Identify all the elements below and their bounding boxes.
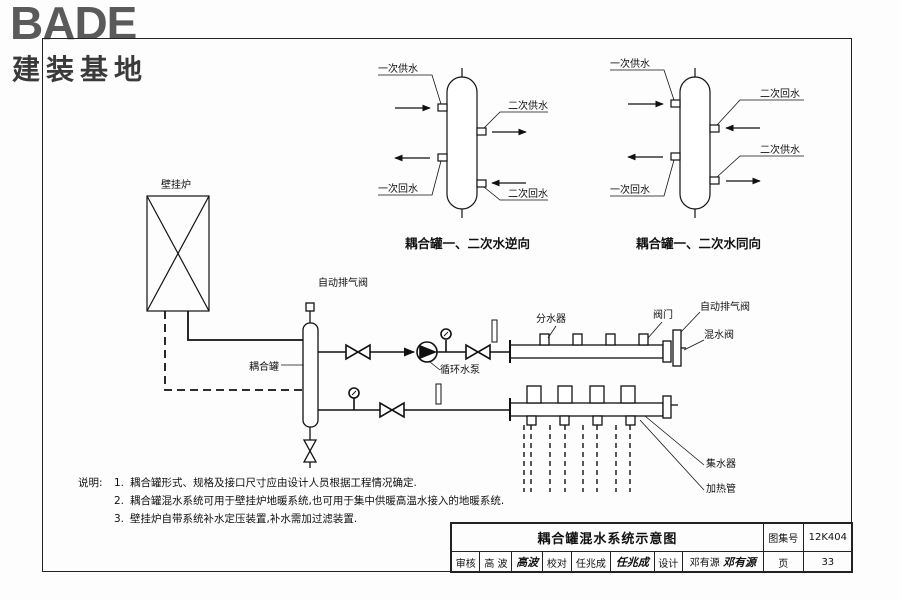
label-secondary-return-2: 二次回水: [760, 87, 800, 100]
note-text: 耦合罐形式、规格及接口尺寸应由设计人员根据工程情况确定.: [130, 477, 417, 489]
title-block: 耦合罐混水系统示意图 图集号 12K404 审核 高 波 高波 校对 任兆成 任…: [450, 522, 854, 573]
notes-lead: 说明:: [78, 477, 103, 489]
notes-block: 说明:1.耦合罐形式、规格及接口尺寸应由设计人员根据工程情况确定. 2.耦合罐混…: [78, 474, 504, 528]
design-label: 设计: [653, 551, 683, 573]
review-label: 审核: [450, 551, 481, 573]
designer-signature: 邓有源: [722, 556, 756, 569]
label-mixing-valve: 混水阀: [704, 328, 734, 341]
label-secondary-supply-1: 二次供水: [508, 99, 548, 112]
collector-manifold: [509, 385, 678, 426]
boiler-supply-pipe: [187, 311, 303, 341]
note-text: 壁挂炉自带系统补水定压装置,补水需加过滤装置.: [130, 513, 358, 525]
coupling-tank-main: [302, 302, 319, 468]
note-text: 耦合罐混水系统可用于壁挂炉地暖系统,也可用于集中供暖高温水接入的地暖系统.: [130, 495, 505, 507]
label-boiler: 壁挂炉: [161, 178, 191, 191]
label-coupling-tank: 耦合罐: [249, 360, 279, 373]
label-auto-vent-top: 自动排气阀: [318, 276, 368, 289]
label-primary-return-2: 一次回水: [610, 183, 650, 196]
atlas-number: 12K404: [802, 523, 854, 552]
drawing-frame: [42, 38, 852, 572]
secondary-return-line: [318, 383, 510, 419]
check-label: 校对: [542, 551, 572, 573]
checker-signature: 任兆成: [610, 551, 655, 573]
label-circ-pump: 循环水泵: [440, 363, 480, 376]
atlas-label: 图集号: [762, 523, 804, 552]
designer-name: 邓有源: [689, 558, 720, 569]
label-primary-supply-2: 一次供水: [610, 57, 650, 70]
heating-pipes: [523, 425, 631, 492]
boiler-box: [146, 195, 210, 312]
label-heating-pipe: 加热管: [706, 482, 736, 495]
tank-counterflow: [378, 68, 548, 218]
logo-subtitle: 建装基地: [12, 53, 149, 86]
caption-coflow: 耦合罐一、二次水同向: [636, 236, 761, 251]
drawing-title: 耦合罐混水系统示意图: [451, 523, 764, 552]
label-secondary-supply-2: 二次供水: [760, 143, 800, 156]
reviewer-signature: 高波: [511, 551, 544, 573]
note-row: 说明:1.耦合罐形式、规格及接口尺寸应由设计人员根据工程情况确定.: [78, 474, 504, 492]
label-collector: 集水器: [706, 457, 736, 470]
note-row: 2.耦合罐混水系统可用于壁挂炉地暖系统,也可用于集中供暖高温水接入的地暖系统.: [114, 495, 505, 507]
label-auto-vent-right: 自动排气阀: [700, 300, 750, 313]
note-row: 3.壁挂炉自带系统补水定压装置,补水需加过滤装置.: [114, 513, 358, 525]
caption-counterflow: 耦合罐一、二次水逆向: [405, 236, 530, 251]
reviewer-name: 高 波: [479, 551, 513, 573]
logo: BADE 建装基地: [6, 0, 176, 86]
secondary-supply-line: [318, 319, 510, 363]
logo-brand: BADE: [10, 0, 137, 49]
label-distributor: 分水器: [536, 313, 566, 325]
distributor-manifold: [509, 329, 686, 367]
label-secondary-return-1: 二次回水: [508, 187, 548, 200]
label-primary-return-1: 一次回水: [378, 182, 418, 195]
label-primary-supply-1: 一次供水: [378, 62, 418, 75]
boiler-return-pipe: [164, 311, 303, 391]
checker-name: 任兆成: [570, 551, 612, 573]
label-valve: 阀门: [653, 308, 673, 321]
tank-coflow: [610, 68, 804, 218]
page-number: 33: [802, 551, 854, 573]
page-label: 页: [762, 551, 804, 573]
